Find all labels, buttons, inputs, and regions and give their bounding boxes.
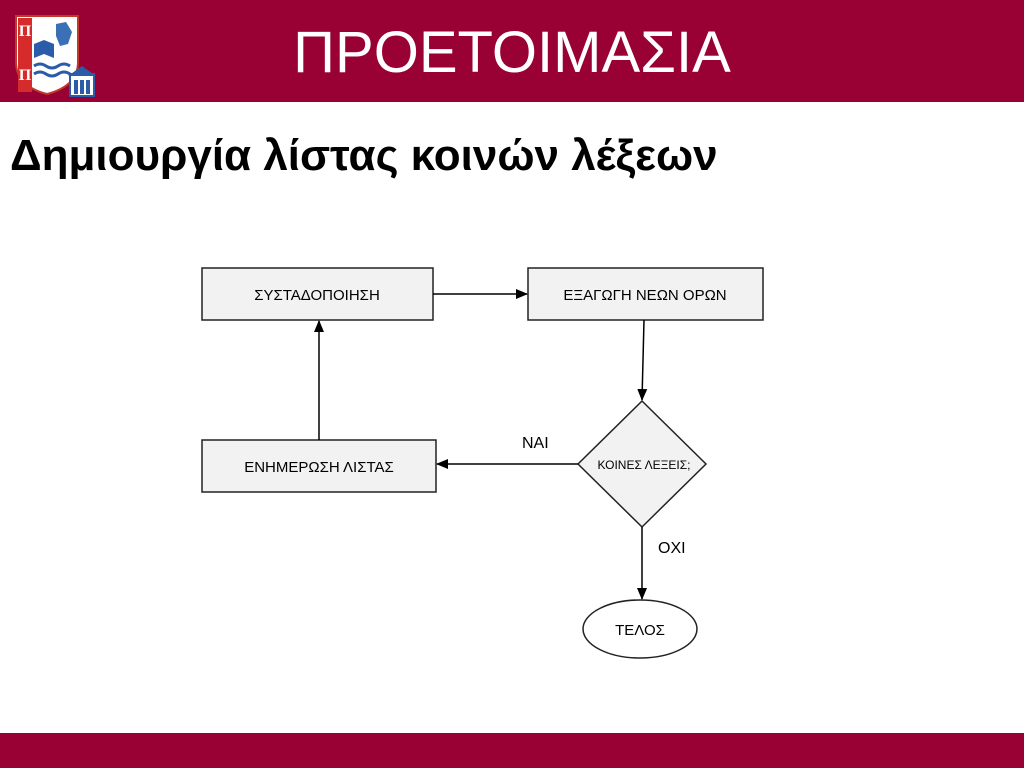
edge-extraction-to-decision [637,319,648,401]
slide-header: Π Π ΠΡΟΕΤΟΙΜΑΣΙΑ [0,0,1024,102]
node-clustering: ΣΥΣΤΑΔΟΠΟΙΗΣΗ [201,267,434,321]
node-decision-label: ΚΟΙΝΕΣ ΛΕΞΕΙΣ; [598,458,691,472]
node-end: ΤΕΛΟΣ [582,599,698,659]
node-clustering-label: ΣΥΣΤΑΔΟΠΟΙΗΣΗ [254,287,380,304]
node-extraction-label: ΕΞΑΓΩΓΗ ΝΕΩΝ ΟΡΩΝ [563,287,726,304]
slide-title: ΠΡΟΕΤΟΙΜΑΣΙΑ [293,20,731,85]
node-update: ΕΝΗΜΕΡΩΣΗ ΛΙΣΤΑΣ [201,439,437,493]
edge-label-yes: ΝΑΙ [522,435,549,452]
node-update-label: ΕΝΗΜΕΡΩΣΗ ΛΙΣΤΑΣ [244,459,394,476]
svg-text:Π: Π [19,23,32,40]
slide-footer [0,733,1024,768]
node-decision: ΚΟΙΝΕΣ ΛΕΞΕΙΣ; [576,399,708,529]
node-end-label: ΤΕΛΟΣ [615,622,665,639]
university-logo-icon: Π Π [15,15,96,97]
svg-text:Π: Π [19,67,32,84]
node-extraction: ΕΞΑΓΩΓΗ ΝΕΩΝ ΟΡΩΝ [527,267,764,321]
slide-subtitle: Δημιουργία λίστας κοινών λέξεων [10,131,718,180]
edge-label-no: ΟΧΙ [658,540,686,557]
